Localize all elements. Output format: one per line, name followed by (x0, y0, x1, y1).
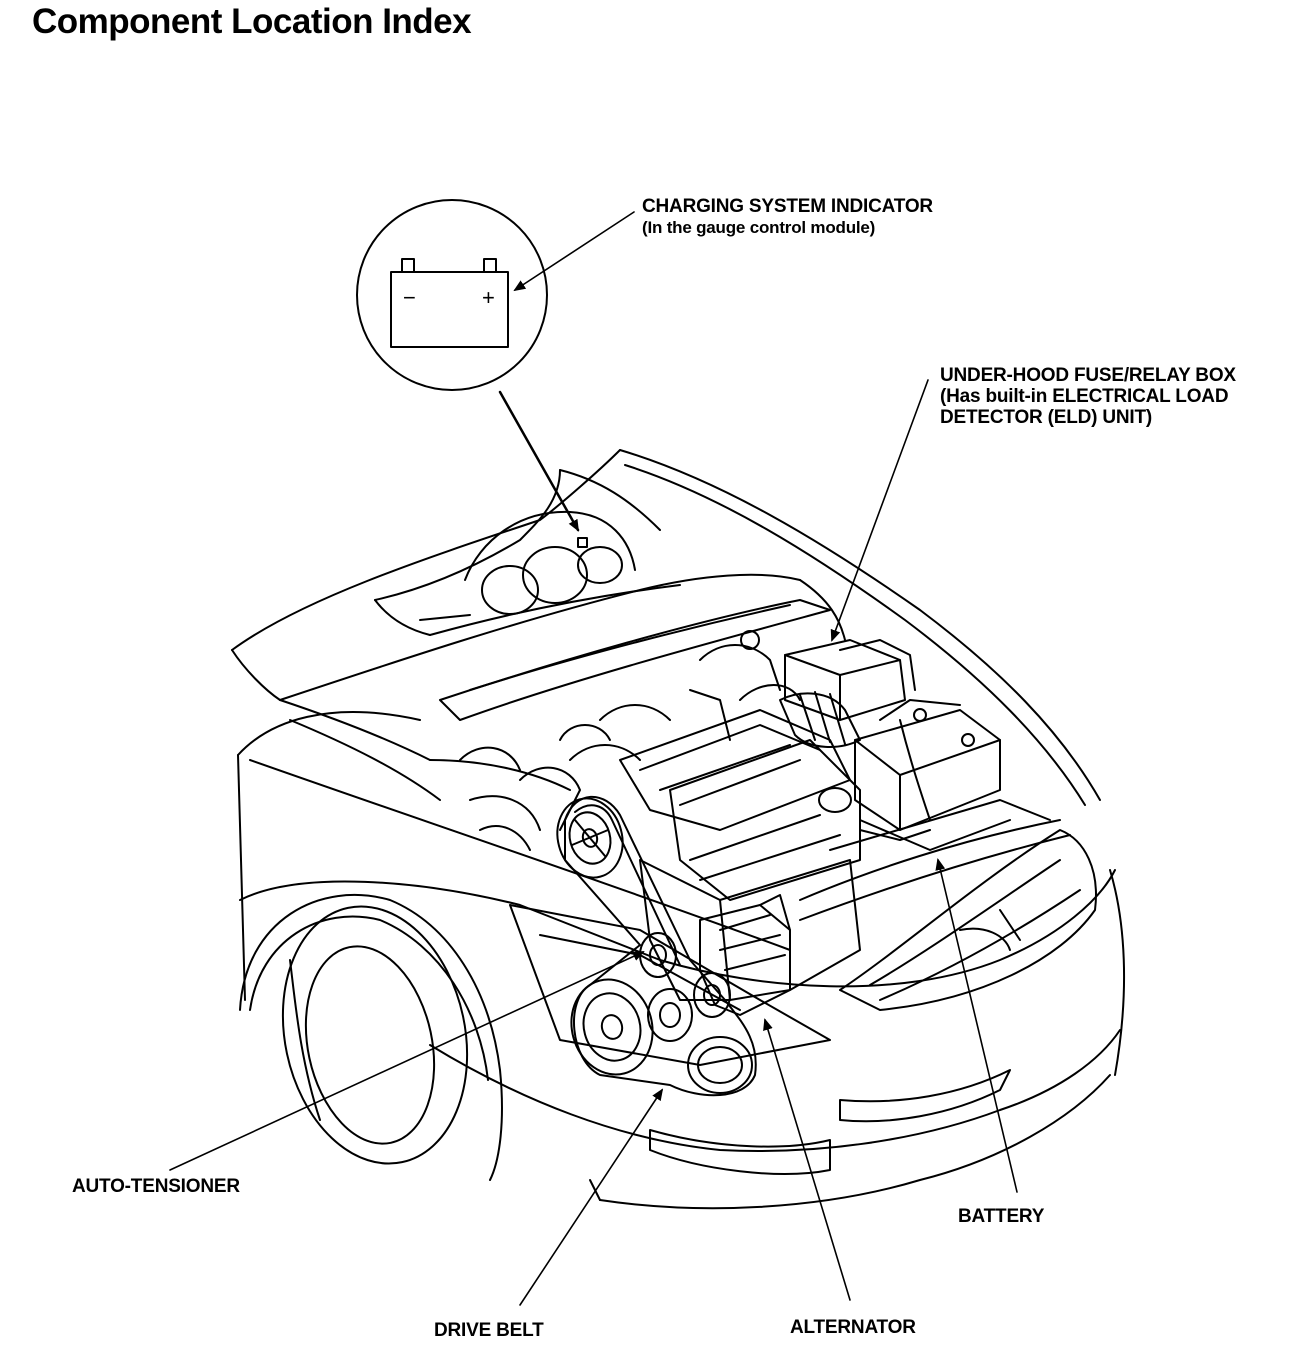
leader-charging-indicator (513, 211, 635, 292)
gauge-left (481, 565, 539, 615)
battery-positive-post (483, 258, 497, 273)
leader-drive-belt (519, 1088, 664, 1306)
indicator-lamp (577, 537, 588, 548)
battery-negative-post (401, 258, 415, 273)
leader-fuse-box (830, 379, 929, 642)
label-auto-tensioner: AUTO-TENSIONER (72, 1176, 240, 1197)
leader-alternator (763, 1018, 851, 1301)
minus-sign: − (403, 285, 416, 310)
label-fuse-line3: DETECTOR (ELD) UNIT) (940, 407, 1153, 428)
headlight (509, 904, 831, 1066)
gauge-right (577, 546, 623, 584)
leader-auto-tensioner (169, 951, 645, 1171)
label-fuse-line1: UNDER-HOOD FUSE/RELAY BOX (940, 365, 1236, 386)
label-alternator: ALTERNATOR (790, 1317, 916, 1338)
page-title: Component Location Index (32, 2, 472, 41)
raised-hood (231, 449, 1101, 806)
label-under-hood-fuse-relay-box: UNDER-HOOD FUSE/RELAY BOX (Has built-in … (940, 365, 1236, 428)
dashboard (374, 469, 681, 636)
battery-unit (854, 699, 1011, 851)
under-hood-fuse-relay-box (784, 639, 916, 721)
label-charging-line1: CHARGING SYSTEM INDICATOR (642, 196, 933, 217)
front-wheel-arch (239, 894, 503, 1181)
engine-bay-frame (279, 599, 1071, 921)
car-body-outline (237, 711, 1126, 1210)
label-fuse-line2: (Has built-in ELECTRICAL LOAD (940, 386, 1229, 407)
inset-circle (356, 199, 548, 391)
leader-battery (935, 858, 1018, 1193)
grille (839, 829, 1097, 1011)
battery-symbol (390, 271, 509, 348)
belt-drive-system (556, 795, 791, 1097)
label-charging-system-indicator: CHARGING SYSTEM INDICATOR (In the gauge … (642, 196, 933, 238)
leader-lines (169, 211, 1018, 1306)
compressor-pulley (687, 1036, 753, 1094)
label-battery: BATTERY (958, 1206, 1045, 1227)
front-tire (281, 905, 469, 1165)
alternator-body (699, 904, 791, 1016)
label-drive-belt: DRIVE BELT (434, 1320, 544, 1341)
label-charging-line2: (In the gauge control module) (642, 218, 876, 237)
plus-sign: + (482, 285, 495, 310)
leader-inset-to-cluster (498, 390, 580, 532)
idler-pulley (647, 988, 693, 1042)
gauge-center (522, 546, 588, 604)
crankshaft-pulley (570, 978, 654, 1076)
air-intake (779, 692, 861, 748)
charging-indicator-inset: − + (356, 199, 548, 391)
drive-belt (564, 795, 757, 1097)
